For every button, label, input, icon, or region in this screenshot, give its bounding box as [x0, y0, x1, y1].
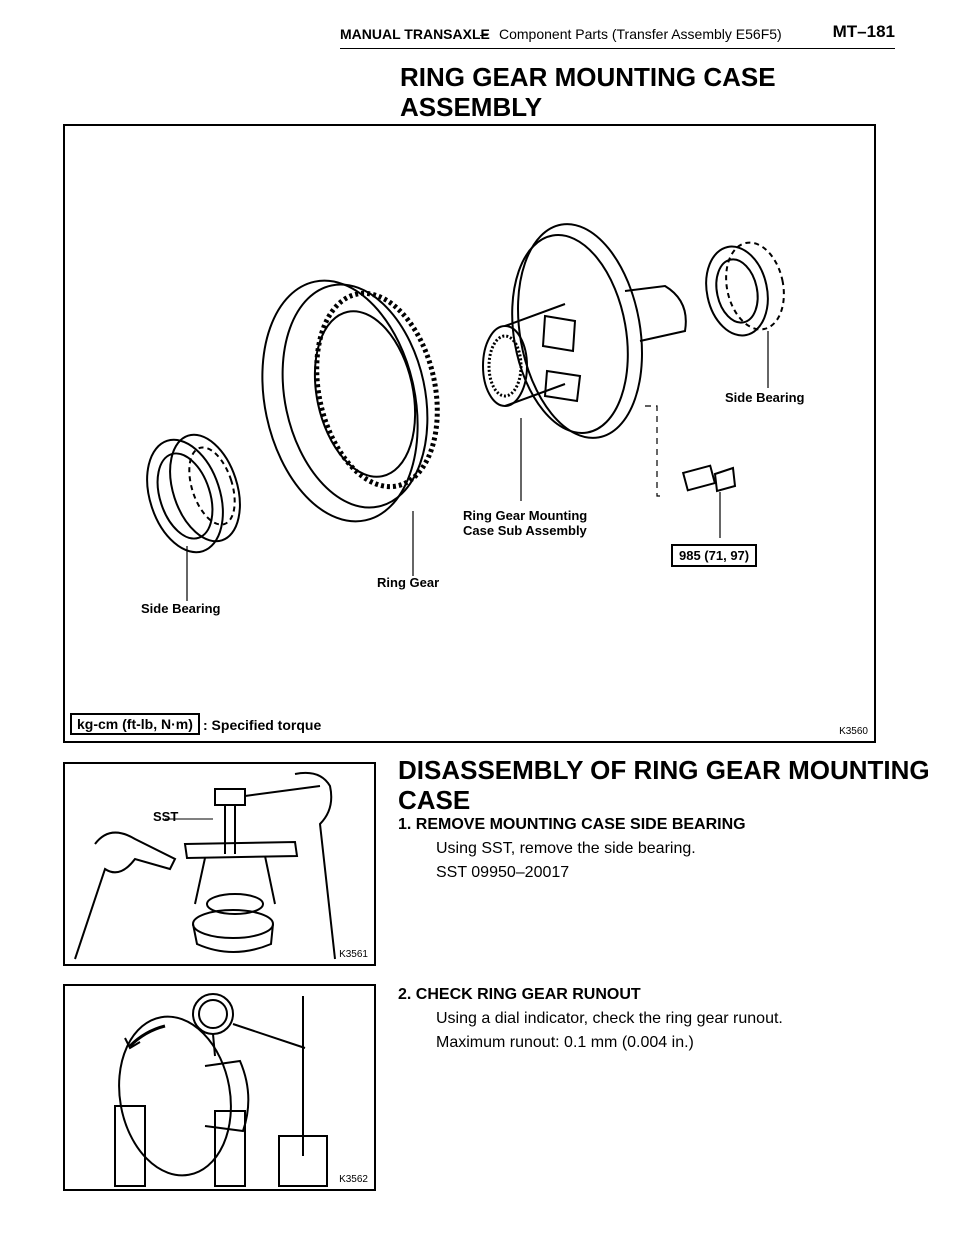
dial-indicator-drawing: [114, 993, 328, 1187]
left-side-bearing-drawing: [146, 433, 241, 554]
dial-indicator-figure: K3562: [63, 984, 376, 1191]
mounting-case-drawing: [482, 223, 687, 439]
bolt-drawing: [681, 464, 737, 493]
sst-label: SST: [153, 809, 179, 824]
exploded-view-drawing: [146, 223, 785, 601]
right-side-bearing-drawing: [705, 241, 785, 337]
step-line: Maximum runout: 0.1 mm (0.004 in.): [436, 1034, 694, 1051]
page-title: RING GEAR MOUNTING CASE ASSEMBLY: [400, 62, 776, 122]
label-side-bearing-left: Side Bearing: [141, 601, 221, 616]
header-rule: [340, 48, 895, 49]
step-1: 1. REMOVE MOUNTING CASE SIDE BEARING Usi…: [398, 813, 746, 885]
label-ring-gear: Ring Gear: [377, 575, 440, 590]
label-side-bearing-right: Side Bearing: [725, 390, 805, 405]
label-case-sub-assembly-1: Ring Gear Mounting: [463, 508, 588, 523]
torque-legend-text: : Specified torque: [203, 717, 322, 733]
step-2: 2. CHECK RING GEAR RUNOUT Using a dial i…: [398, 983, 783, 1055]
step-line: Using SST, remove the side bearing.: [436, 840, 696, 857]
sst-puller-drawing: [74, 771, 336, 960]
torque-units-legend: kg-cm (ft-lb, N·m): [70, 713, 200, 735]
section-title: DISASSEMBLY OF RING GEAR MOUNTING CASE: [398, 755, 930, 815]
page-header: MANUAL TRANSAXLE – Component Parts (Tran…: [340, 22, 895, 44]
step-line: SST 09950–20017: [436, 864, 570, 881]
step-heading: 2. CHECK RING GEAR RUNOUT: [398, 986, 641, 1003]
page-number: MT–181: [832, 22, 895, 41]
header-subsection: Component Parts (Transfer Assembly E56F5…: [499, 26, 782, 42]
step-heading: 1. REMOVE MOUNTING CASE SIDE BEARING: [398, 816, 746, 833]
torque-value-box: 985 (71, 97): [671, 544, 758, 567]
exploded-view-figure: Side Bearing Ring Gear Ring Gear Mountin…: [63, 124, 876, 743]
figure-code: K3562: [339, 1174, 368, 1185]
header-section: MANUAL TRANSAXLE: [340, 26, 490, 42]
sst-puller-figure: SST K3561: [63, 762, 376, 966]
label-case-sub-assembly-2: Case Sub Assembly: [463, 523, 587, 538]
header-separator: –: [480, 26, 488, 42]
figure-code: K3560: [839, 726, 868, 737]
ring-gear-drawing: [261, 279, 440, 523]
step-line: Using a dial indicator, check the ring g…: [436, 1010, 783, 1027]
figure-code: K3561: [339, 949, 368, 960]
